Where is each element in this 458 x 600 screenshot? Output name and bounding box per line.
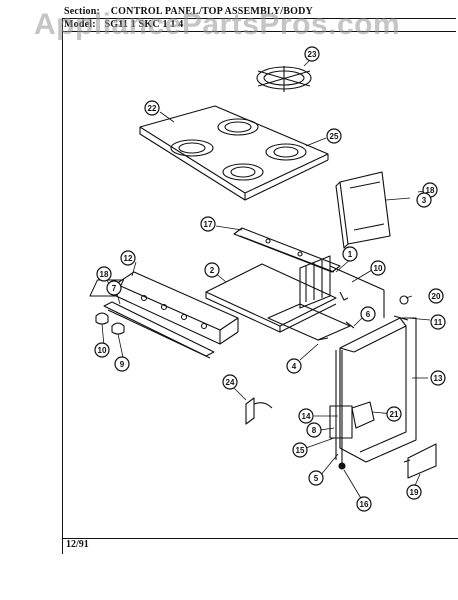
callout-circle — [342, 246, 358, 262]
section-title: CONTROL PANEL/TOP ASSEMBLY/BODY — [110, 6, 313, 17]
small-hardware-parts — [317, 291, 409, 341]
callout-number: 10 — [374, 264, 383, 273]
callout-circle — [120, 250, 136, 266]
body-side-part — [339, 317, 417, 463]
callout-number: 16 — [360, 500, 369, 509]
header-rule-1 — [62, 18, 456, 19]
callout-number: 17 — [204, 220, 213, 229]
callout-circle — [96, 266, 112, 282]
callout-circle — [356, 496, 372, 512]
callout-number: 19 — [410, 488, 419, 497]
model-label: Model: — [64, 19, 96, 30]
callout-number: 24 — [226, 378, 235, 387]
bracket-part — [245, 397, 273, 425]
model-values: SG11 1 SKC 1 1 4 — [104, 19, 184, 30]
callout-circle — [326, 128, 342, 144]
leader-lines — [101, 57, 431, 501]
callout-circle — [106, 280, 122, 296]
callout-number: 20 — [432, 292, 441, 301]
section-header: Section: CONTROL PANEL/TOP ASSEMBLY/BODY — [64, 6, 313, 17]
backguard-part — [335, 171, 391, 249]
callout-number: 23 — [308, 50, 317, 59]
callout-number: 7 — [112, 284, 117, 293]
callout-number: 2 — [210, 266, 215, 275]
watermark: AppliancePartsPros.com — [34, 8, 401, 41]
callout-circle — [94, 342, 110, 358]
callout-circle — [114, 356, 130, 372]
callout-number: 5 — [314, 474, 319, 483]
revision-date: 12/91 — [66, 539, 89, 550]
callout-number: 9 — [120, 360, 125, 369]
callout-number: 18 — [426, 186, 435, 195]
callout-circle — [144, 100, 160, 116]
callout-circle — [428, 288, 444, 304]
callout-circle — [406, 484, 422, 500]
knob-parts — [95, 312, 125, 335]
callout-number: 10 — [98, 346, 107, 355]
front-strut-part — [329, 350, 353, 470]
callout-number: 18 — [100, 270, 109, 279]
callout-circle — [370, 260, 386, 276]
callout-circle — [416, 192, 432, 208]
side-channel-part — [329, 265, 385, 318]
callout-number: 13 — [434, 374, 443, 383]
callout-number: 1 — [348, 250, 353, 259]
header-rule-2 — [62, 31, 456, 32]
control-panel-part — [115, 271, 239, 345]
callout-number: 6 — [366, 310, 371, 319]
callout-circle — [308, 470, 324, 486]
callout-number: 8 — [312, 426, 317, 435]
callout-number: 21 — [390, 410, 399, 419]
burner-grate-part — [256, 66, 312, 92]
callout-number: 22 — [148, 104, 157, 113]
callout-number: 4 — [292, 362, 297, 371]
section-label: Section: — [64, 6, 101, 17]
valve-part — [351, 401, 375, 429]
callout-circle — [286, 358, 302, 374]
callout-circle — [306, 422, 322, 438]
callout-circle — [292, 442, 308, 458]
callout-circle — [204, 262, 220, 278]
callout-circle — [298, 408, 314, 424]
leveler-part — [403, 443, 437, 479]
cooktop-part — [139, 105, 329, 201]
callout-circle — [304, 46, 320, 62]
rear-bracket-part — [233, 227, 341, 273]
callout-circle — [386, 406, 402, 422]
callout-circle — [430, 370, 446, 386]
callout-number: 11 — [434, 318, 443, 327]
burner-box-part — [89, 255, 351, 341]
model-header: Model: SG11 1 SKC 1 1 4 — [64, 19, 184, 30]
callout-number: 25 — [330, 132, 339, 141]
callout-number: 12 — [124, 254, 133, 263]
lower-strip-part — [103, 301, 215, 359]
footer-rule — [62, 538, 458, 539]
callout-number: 14 — [302, 412, 311, 421]
callout-circle — [430, 314, 446, 330]
callout-number: 3 — [422, 196, 427, 205]
callout-number: 15 — [296, 446, 305, 455]
callout-circle — [222, 374, 238, 390]
callout-circle — [360, 306, 376, 322]
callout-circle — [200, 216, 216, 232]
